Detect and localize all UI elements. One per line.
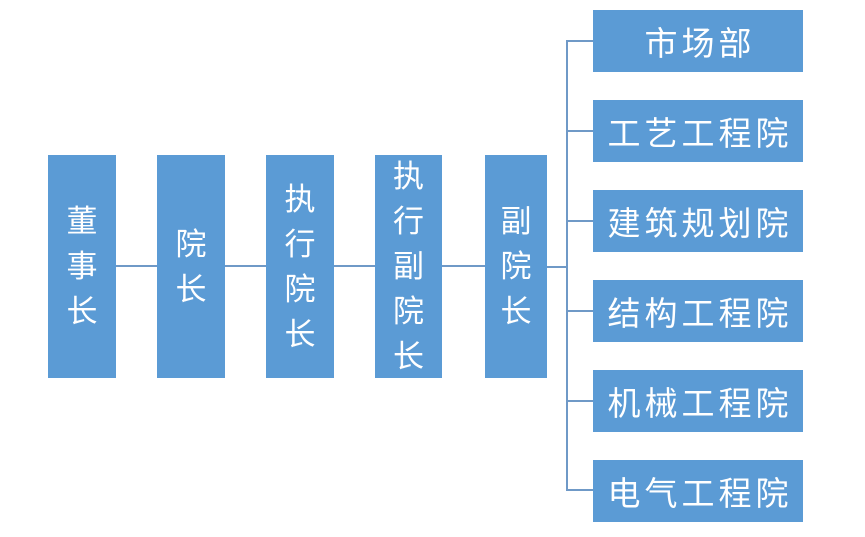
dept-box-marketing: 市场部: [593, 10, 803, 72]
org-box-vice-president-label: 副 院 长: [500, 204, 532, 329]
dept-box-process-engineering-label: 工艺工程院: [607, 117, 793, 153]
dept-box-marketing-label: 市场部: [644, 27, 756, 63]
connector-stub-electrical-engineering: [566, 489, 593, 491]
dept-box-mechanical-engineering-label: 机械工程院: [607, 387, 793, 423]
org-box-president-label: 院 长: [175, 226, 207, 307]
connector-executive-vice-president-vice-president: [442, 265, 485, 267]
org-box-president: 院 长: [157, 155, 225, 378]
connector-stub-mechanical-engineering: [566, 400, 593, 402]
dept-box-mechanical-engineering: 机械工程院: [593, 370, 803, 432]
connector-stub-process-engineering: [566, 130, 593, 132]
connector-stub-marketing: [566, 40, 593, 42]
org-box-executive-president: 执 行 院 长: [266, 155, 334, 378]
org-box-vice-president: 副 院 长: [485, 155, 547, 378]
connector-vice-president-trunk: [547, 266, 566, 268]
connector-stub-structural-engineering: [566, 310, 593, 312]
org-box-chairman-label: 董 事 长: [66, 204, 98, 329]
org-box-executive-president-label: 执 行 院 长: [284, 181, 316, 352]
org-box-executive-vice-president: 执 行 副 院 长: [375, 155, 442, 378]
dept-box-architecture-planning-label: 建筑规划院: [607, 207, 793, 243]
org-box-chairman: 董 事 长: [48, 155, 116, 378]
dept-box-structural-engineering-label: 结构工程院: [607, 297, 793, 333]
dept-box-architecture-planning: 建筑规划院: [593, 190, 803, 252]
dept-box-process-engineering: 工艺工程院: [593, 100, 803, 162]
connector-chairman-president: [116, 265, 157, 267]
connector-trunk: [566, 40, 568, 491]
dept-box-electrical-engineering: 电气工程院: [593, 460, 803, 522]
dept-box-electrical-engineering-label: 电气工程院: [607, 477, 793, 513]
org-box-executive-vice-president-label: 执 行 副 院 长: [393, 159, 424, 374]
connector-stub-architecture-planning: [566, 220, 593, 222]
connector-president-executive-president: [225, 265, 266, 267]
connector-executive-president-executive-vice-president: [334, 265, 375, 267]
dept-box-structural-engineering: 结构工程院: [593, 280, 803, 342]
